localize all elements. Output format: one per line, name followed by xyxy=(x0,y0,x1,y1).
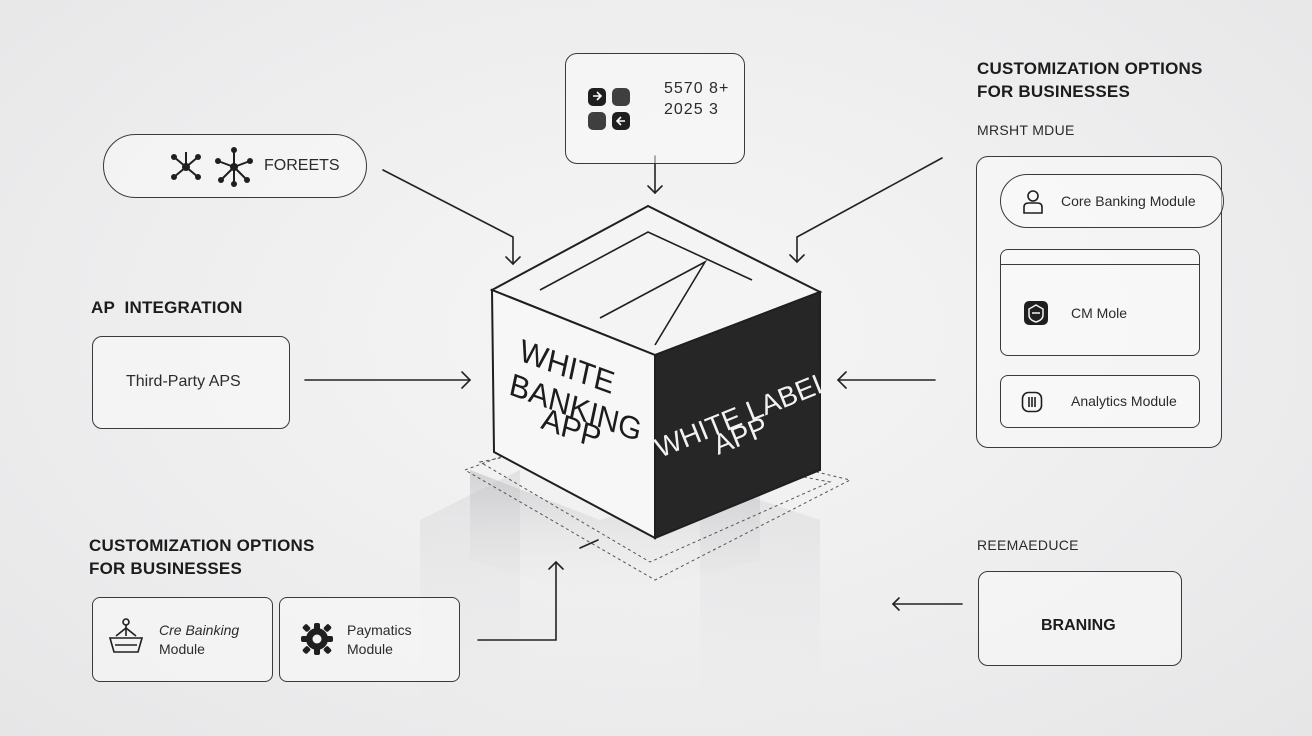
foreets-pill[interactable]: FOREETS xyxy=(103,134,367,198)
third-party-apis-card[interactable]: Third-Party APS xyxy=(92,336,290,429)
arrow-foreets xyxy=(382,169,521,266)
branding-card[interactable]: BRANING xyxy=(978,571,1182,666)
arrow-api xyxy=(304,371,472,389)
foreets-label: FOREETS xyxy=(264,157,340,174)
cm-module-item-label: CM Mole xyxy=(1071,305,1128,321)
top-stats-line1: 5570 8+ xyxy=(664,80,730,97)
cube-side-face xyxy=(654,290,821,540)
api-integration-heading: AP INTEGRATION xyxy=(91,298,243,317)
analytics-module-item-label: Analytics Module xyxy=(1071,393,1177,409)
payments-module-line1: Paymatics xyxy=(347,622,412,638)
white-label-cube: WHITE BANKING APP WHITE LABEL APP xyxy=(489,204,834,540)
basket-icon xyxy=(108,618,144,653)
user-icon xyxy=(1023,190,1043,214)
gear-icon xyxy=(301,623,333,655)
cube-floor-outline xyxy=(463,419,852,581)
branding-subheading: REEMAEDUCE xyxy=(977,537,1079,553)
right-customization-heading-1: CUSTOMIZATION OPTIONS xyxy=(977,59,1203,78)
arrow-right-middle xyxy=(836,371,936,389)
arrow-right-top xyxy=(789,157,943,264)
cube-top-line-a xyxy=(539,231,753,291)
arrow-left-bottom xyxy=(477,560,564,641)
exchange-icon xyxy=(588,88,630,130)
core-banking-module-item-label: Core Banking Module xyxy=(1061,193,1196,209)
cm-module-item-topbar xyxy=(1001,264,1199,265)
core-banking-module-card[interactable]: Cre Bainking Module xyxy=(92,597,273,682)
cm-module-item[interactable]: CM Mole xyxy=(1000,249,1200,356)
connector-cube-bottom xyxy=(579,539,599,549)
cube-top-line-b xyxy=(599,259,708,346)
core-banking-module-line1: Cre Bainking xyxy=(159,622,240,638)
payments-module-line2: Module xyxy=(347,641,393,657)
modules-panel: Core Banking Module CM Mole Analytics Mo… xyxy=(976,156,1224,448)
right-customization-heading-2: FOR BUSINESSES xyxy=(977,82,1130,101)
network-icon xyxy=(215,147,253,187)
core-banking-module-item[interactable]: Core Banking Module xyxy=(1000,174,1224,228)
core-banking-module-line2: Module xyxy=(159,641,205,657)
network-icon xyxy=(171,152,201,180)
top-stats-card: 5570 8+ 2025 3 xyxy=(565,53,745,164)
left-customization-heading-2: FOR BUSINESSES xyxy=(89,559,242,578)
payments-module-card[interactable]: Paymatics Module xyxy=(279,597,460,682)
analytics-module-item[interactable]: Analytics Module xyxy=(1000,375,1200,428)
third-party-apis-label: Third-Party APS xyxy=(126,373,241,390)
shield-icon xyxy=(1024,301,1048,325)
module-subheading: MRSHT MDUE xyxy=(977,122,1075,138)
top-stats-line2: 2025 3 xyxy=(664,101,719,118)
chip-icon xyxy=(1021,391,1043,413)
arrow-right-bottom xyxy=(891,597,963,611)
branding-label: BRANING xyxy=(1041,617,1116,634)
left-customization-heading-1: CUSTOMIZATION OPTIONS xyxy=(89,536,315,555)
